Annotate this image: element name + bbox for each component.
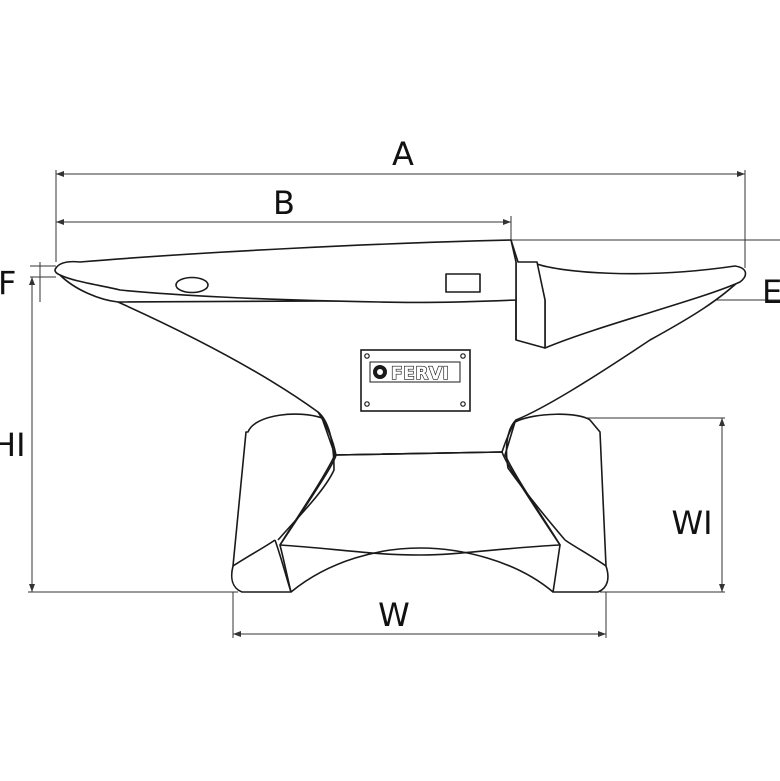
dim-wi-arrow-top bbox=[719, 418, 725, 426]
brand-logo-text: FERVI bbox=[391, 364, 449, 384]
nameplate-rivet-bottom-right bbox=[460, 401, 466, 407]
label-w: W bbox=[378, 596, 410, 634]
pritchel-hole bbox=[175, 276, 209, 294]
dim-w-arrow-right bbox=[598, 631, 606, 637]
dim-a-arrow-right bbox=[737, 171, 745, 177]
nameplate-rivet-top-left bbox=[364, 353, 370, 359]
label-b: B bbox=[273, 184, 295, 222]
nameplate-rivet-bottom-left bbox=[364, 401, 370, 407]
anvil-face-lower-edge bbox=[59, 274, 119, 303]
anvil bbox=[54, 239, 747, 593]
dim-a-arrow-left bbox=[56, 171, 64, 177]
anvil-right-shoulder bbox=[505, 419, 566, 541]
dim-wi-arrow-bottom bbox=[719, 584, 725, 592]
dimension-lines bbox=[28, 170, 780, 638]
dim-hi-arrow-bottom bbox=[29, 584, 35, 592]
anvil-base-arch-curve bbox=[290, 547, 554, 593]
brand-logo-band bbox=[369, 361, 461, 383]
anvil-left-foot-inner-edge bbox=[232, 539, 276, 567]
brand-logo-icon-inner bbox=[377, 369, 383, 375]
nameplate: FERVI bbox=[360, 349, 471, 412]
dimension-labels: A B E F HI WI W bbox=[0, 135, 780, 634]
anvil-horn bbox=[536, 263, 747, 349]
anvil-right-foot-inner-edge bbox=[564, 539, 607, 567]
anvil-left-foot-toe bbox=[274, 539, 292, 593]
dim-b-arrow-left bbox=[56, 219, 64, 225]
dim-b-arrow-right bbox=[503, 219, 511, 225]
anvil-face bbox=[54, 239, 517, 304]
hardy-hole bbox=[445, 273, 481, 293]
dim-hi-arrow-top bbox=[29, 277, 35, 285]
label-wi: WI bbox=[671, 504, 712, 542]
label-f: F bbox=[0, 264, 16, 302]
dim-w-arrow-left bbox=[233, 631, 241, 637]
label-hi: HI bbox=[0, 426, 26, 464]
anvil-left-shoulder bbox=[277, 411, 335, 541]
nameplate-rivet-top-right bbox=[460, 353, 466, 359]
label-a: A bbox=[392, 135, 414, 173]
anvil-waist-bottom bbox=[335, 451, 503, 456]
label-e: E bbox=[762, 273, 780, 311]
